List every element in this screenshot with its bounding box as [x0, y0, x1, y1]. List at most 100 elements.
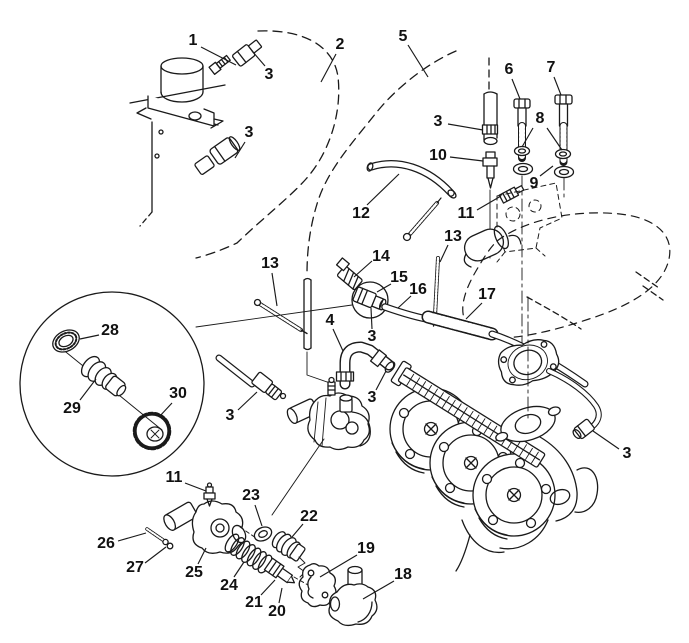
leader-line	[332, 328, 344, 352]
cap-30	[132, 411, 172, 451]
callout-13: 13	[261, 255, 279, 307]
leader-line	[197, 547, 207, 565]
leader-line	[278, 587, 283, 604]
callout-number: 22	[300, 508, 318, 525]
leader-line	[319, 554, 358, 578]
callout-number: 12	[352, 205, 370, 222]
leader-line	[375, 370, 387, 391]
pin-27	[166, 542, 174, 550]
plug-29	[80, 355, 127, 397]
cooling-rail	[390, 360, 546, 468]
leader-line	[320, 53, 337, 83]
leader-line	[539, 165, 554, 177]
leader-line	[234, 141, 246, 159]
hull-outline-dashed	[462, 212, 671, 339]
callout-13: 13	[439, 228, 462, 263]
callout-15: 15	[376, 269, 408, 293]
callout-number: 18	[394, 566, 412, 583]
rod-13-lower	[253, 298, 308, 335]
pump-body	[136, 57, 224, 129]
callout-number: 26	[97, 535, 115, 552]
callout-11: 11	[166, 469, 207, 492]
leader-line	[251, 50, 266, 67]
callout-number: 6	[505, 61, 514, 78]
leader-line	[449, 156, 484, 162]
leader-line	[260, 579, 276, 596]
callout-number: 21	[245, 594, 263, 611]
callout-number: 25	[185, 564, 203, 581]
leader-line	[439, 244, 449, 263]
callout-25: 25	[185, 547, 207, 581]
callout-4: 4	[326, 312, 344, 352]
thermostat-housing-25	[163, 482, 247, 554]
gasket-flange	[497, 339, 560, 386]
leader-line	[144, 546, 167, 564]
leader-line	[79, 378, 97, 401]
pump-housing	[271, 376, 371, 516]
callout-3: 3	[234, 124, 254, 159]
leader-line	[353, 260, 373, 278]
callout-3: 3	[226, 391, 258, 424]
detail-link-line	[195, 304, 353, 328]
leader-line	[511, 78, 521, 100]
leader-line	[465, 302, 483, 320]
callout-number: 3	[226, 407, 235, 424]
leader-line	[592, 430, 620, 450]
callout-3: 3	[368, 307, 377, 345]
cylinder-head-3	[472, 453, 556, 540]
leader-line	[546, 127, 563, 151]
crankcase-outline	[455, 436, 599, 572]
leader-line	[117, 532, 147, 542]
callout-number: 8	[536, 110, 545, 127]
callout-number: 23	[242, 487, 260, 504]
leader-line	[233, 561, 245, 578]
callout-number: 10	[429, 147, 447, 164]
callout-number: 7	[547, 59, 556, 76]
callout-20: 20	[268, 587, 286, 620]
callout-number: 3	[245, 124, 254, 141]
callout-number: 4	[326, 312, 335, 329]
callout-19: 19	[319, 540, 375, 578]
thermostat-22	[271, 531, 306, 562]
callout-3: 3	[434, 113, 484, 131]
callout-number: 24	[220, 577, 238, 594]
callout-7: 7	[547, 59, 562, 96]
callout-5: 5	[399, 28, 429, 78]
callout-24: 24	[220, 561, 245, 594]
callout-number: 11	[166, 469, 183, 486]
leader-line	[271, 272, 278, 307]
callout-number: 3	[623, 445, 632, 462]
callout-16: 16	[397, 281, 427, 309]
hose-12	[366, 160, 457, 199]
leader-line	[447, 123, 484, 131]
flat-washers-9	[512, 162, 575, 179]
callout-number: 2	[336, 36, 345, 53]
leader-line	[291, 523, 304, 538]
leader-line	[200, 46, 237, 66]
callout-10: 10	[429, 147, 484, 164]
tube-segment	[303, 277, 331, 384]
fitting-3-top	[232, 39, 263, 67]
callout-26: 26	[97, 532, 147, 552]
leader-line	[184, 482, 207, 492]
leader-line	[407, 44, 429, 78]
callout-23: 23	[242, 487, 263, 527]
clamp-14	[335, 257, 363, 291]
leader-line	[366, 173, 400, 206]
callout-2: 2	[320, 36, 345, 83]
leader-line	[79, 334, 100, 340]
callout-number: 3	[434, 113, 443, 130]
engine-flange	[495, 405, 561, 443]
callout-number: 17	[478, 286, 496, 303]
callout-number: 1	[189, 32, 198, 49]
callout-9: 9	[530, 165, 554, 192]
callout-number: 9	[530, 175, 539, 192]
wrapped-hose-17	[421, 310, 589, 388]
callout-6: 6	[505, 61, 521, 100]
leader-line	[362, 580, 395, 600]
leader-line	[376, 283, 392, 293]
